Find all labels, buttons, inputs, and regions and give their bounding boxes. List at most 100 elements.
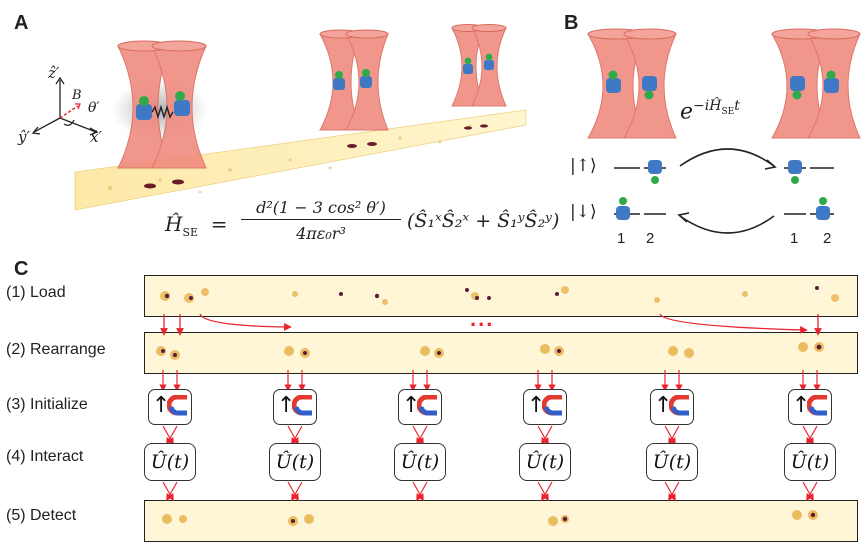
flow-arrow: [541, 481, 553, 502]
detect-image-strip: [144, 500, 858, 542]
atom-1-far: [463, 64, 473, 74]
flow-arrow: [802, 481, 814, 502]
step-interact-label: (4) Interact: [6, 448, 84, 465]
coordinate-axes: [31, 76, 99, 136]
theta-label: θ′: [88, 100, 100, 116]
state-down-label: |↓⟩: [570, 202, 597, 222]
flow-arrow: [806, 481, 818, 502]
state-up-label: |↑⟩: [570, 156, 597, 176]
magnet-icon: [669, 395, 689, 416]
rearrange-image-strip: [144, 332, 858, 374]
detect-spots: [162, 510, 818, 526]
b-field-label: B: [72, 88, 82, 103]
spin-up-arrow-icon: ↑: [527, 393, 546, 418]
load-spots: [160, 286, 839, 305]
dipole-spring: [151, 104, 174, 120]
flow-arrow: [664, 425, 676, 446]
hamiltonian-symbol: Ĥ: [165, 212, 183, 236]
flow-arrow: [287, 425, 299, 446]
hamiltonian-equation: ĤSE = d²(1 − 3 cos² θ′) 4πε₀r³ (Ŝ₁ˣŜ₂ˣ +…: [165, 198, 560, 254]
sheet-spots: [144, 124, 488, 189]
atom-2-middle: [360, 76, 372, 88]
evolution-exponent-subscript: SE: [721, 106, 735, 117]
panel-c-letter: C: [14, 258, 29, 280]
axis-z-label: ẑ′: [48, 64, 60, 82]
interact-operator-box: Û(t): [144, 443, 196, 481]
spin-up-arrow-icon: ↑: [792, 393, 811, 418]
magnet-icon: [807, 395, 827, 416]
hamiltonian-denominator: 4πε₀r³: [296, 224, 346, 243]
ellipsis: ...: [470, 306, 495, 331]
atom-1-middle: [333, 78, 345, 90]
flow-arrow: [416, 425, 428, 446]
flow-arrow: [416, 481, 428, 502]
magnet-icon: [542, 395, 562, 416]
panel-b-letter: B: [564, 12, 579, 34]
evolution-time: t: [734, 98, 740, 114]
flow-arrow: [291, 481, 303, 502]
initialize-box: ↑: [650, 389, 694, 425]
atom-2-far: [484, 60, 494, 70]
time-evolution-operator: e−iĤSEt: [680, 98, 740, 124]
spin-up-arrow-icon: ↑: [277, 393, 296, 418]
flow-arrow: [291, 425, 303, 446]
flow-arrow: [537, 481, 549, 502]
flow-arrow: [664, 481, 676, 502]
step-rearrange-label: (2) Rearrange: [6, 341, 106, 358]
flow-arrow: [806, 425, 818, 446]
flow-arrow: [541, 425, 553, 446]
axis-y-label: ŷ′: [18, 128, 30, 146]
exchange-arrow-top: [679, 148, 775, 167]
site-left-2: 2: [646, 230, 655, 247]
spin-1-large: [139, 96, 149, 106]
flow-arrow: [668, 481, 680, 502]
interact-operator-box: Û(t): [269, 443, 321, 481]
magnet-icon: [417, 395, 437, 416]
site-left-1: 1: [617, 230, 626, 247]
initialize-box: ↑: [398, 389, 442, 425]
magnet-icon: [167, 395, 187, 416]
magnet-icon: [292, 395, 312, 416]
panel-a-letter: A: [14, 12, 29, 34]
flow-arrow: [287, 481, 299, 502]
fluorescence-sheet: [74, 109, 527, 211]
flow-arrow: [412, 481, 424, 502]
atom-1-large: [136, 104, 152, 120]
axis-x-label: x̂′: [90, 128, 102, 146]
flow-arrow: [802, 425, 814, 446]
flow-arrow: [537, 425, 549, 446]
initialize-box: ↑: [788, 389, 832, 425]
evolution-base: e: [680, 99, 694, 125]
atom-2-large: [174, 100, 190, 116]
flow-arrow: [166, 425, 178, 446]
step-initialize-label: (3) Initialize: [6, 396, 88, 413]
spin-up-arrow-icon: ↑: [402, 393, 421, 418]
spin-2-large: [175, 91, 185, 101]
b-field-vector: [59, 105, 79, 119]
hamiltonian-subscript: SE: [182, 226, 199, 239]
flow-arrow: [162, 425, 174, 446]
tweezer-pair-large-tops: [117, 40, 207, 52]
panel-b-illustration: [587, 28, 861, 234]
interact-operator-box: Û(t): [784, 443, 836, 481]
step-load-label: (1) Load: [6, 284, 66, 301]
initialize-box: ↑: [523, 389, 567, 425]
site-right-2: 2: [823, 230, 832, 247]
flow-arrow: [166, 481, 178, 502]
spin-up-arrow-icon: ↑: [654, 393, 673, 418]
column-arrows: [159, 370, 821, 502]
interact-operator-box: Û(t): [394, 443, 446, 481]
rearrange-spots: [156, 342, 824, 360]
initialize-box: ↑: [148, 389, 192, 425]
flow-arrow: [162, 481, 174, 502]
flow-arrow: [668, 425, 680, 446]
hamiltonian-spin-term: (Ŝ₁ˣŜ₂ˣ + Ŝ₁ʸŜ₂ʸ): [407, 210, 560, 232]
spin-up-arrow-icon: ↑: [152, 393, 171, 418]
hamiltonian-numerator: d²(1 − 3 cos² θ′): [241, 198, 401, 220]
interact-operator-box: Û(t): [519, 443, 571, 481]
hamiltonian-lhs: ĤSE =: [165, 212, 228, 239]
site-right-1: 1: [790, 230, 799, 247]
initialize-box: ↑: [273, 389, 317, 425]
panel-a-illustration: [31, 24, 527, 211]
